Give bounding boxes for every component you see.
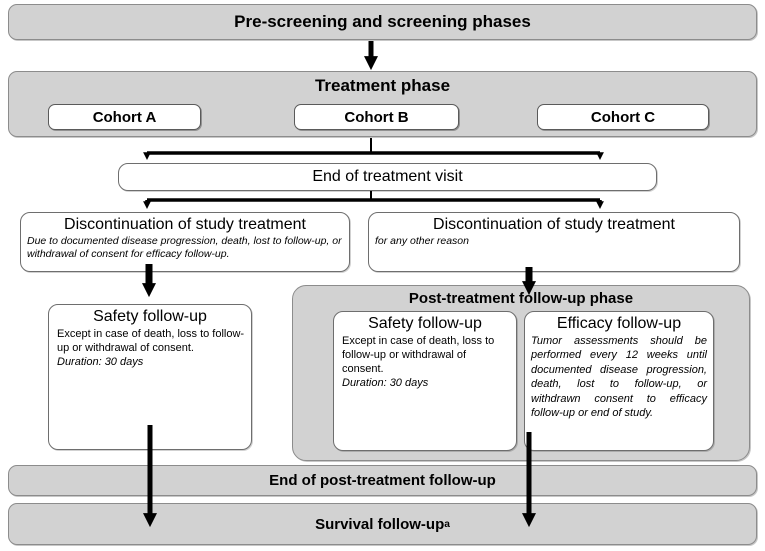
cohort-a-box[interactable]: Cohort A	[48, 104, 201, 130]
discontinuation-right-detail: for any other reason	[375, 234, 469, 247]
cohort-a-label: Cohort A	[92, 108, 157, 126]
end-of-post-treatment-bar: End of post-treatment follow-up	[8, 465, 757, 496]
treatment-phase-label: Treatment phase	[314, 76, 451, 95]
cohort-b-label: Cohort B	[344, 108, 409, 126]
safety-followup-left-duration: Duration: 30 days	[57, 356, 144, 369]
cohort-c-label: Cohort C	[590, 108, 656, 126]
discontinuation-left-box: Discontinuation of study treatment Due t…	[20, 212, 350, 272]
end-of-post-treatment-label: End of post-treatment follow-up	[269, 472, 496, 489]
discontinuation-left-title: Discontinuation of study treatment	[64, 216, 306, 233]
end-of-treatment-visit-label: End of treatment visit	[312, 168, 463, 185]
end-of-treatment-visit-box: End of treatment visit	[118, 163, 657, 191]
prescreening-phase-label: Pre-screening and screening phases	[234, 12, 531, 31]
post-treatment-safety-detail: Except in case of death, loss to follow-…	[342, 334, 495, 376]
cohort-c-box[interactable]: Cohort C	[537, 104, 709, 130]
prescreening-phase-bar: Pre-screening and screening phases	[8, 4, 757, 40]
post-treatment-phase-label: Post-treatment follow-up phase	[408, 290, 634, 307]
post-treatment-safety-duration: Duration: 30 days	[342, 377, 429, 390]
survival-followup-label: Survival follow-up	[315, 515, 445, 533]
cohort-b-box[interactable]: Cohort B	[294, 104, 459, 130]
post-treatment-safety-title: Safety follow-up	[368, 315, 482, 332]
safety-followup-left-title: Safety follow-up	[93, 308, 207, 325]
post-treatment-efficacy-box: Efficacy follow-up Tumor assessments sho…	[524, 311, 714, 451]
safety-followup-left-detail: Except in case of death, loss to follow-…	[57, 327, 245, 354]
post-treatment-safety-box: Safety follow-up Except in case of death…	[333, 311, 517, 451]
survival-footnote-marker: a	[444, 518, 450, 530]
discontinuation-right-title: Discontinuation of study treatment	[433, 216, 675, 233]
safety-followup-left-box: Safety follow-up Except in case of death…	[48, 304, 252, 450]
discontinuation-left-detail: Due to documented disease progression, d…	[27, 234, 342, 260]
post-treatment-efficacy-detail: Tumor assessments should be performed ev…	[531, 334, 707, 420]
discontinuation-right-box: Discontinuation of study treatment for a…	[368, 212, 740, 272]
post-treatment-efficacy-title: Efficacy follow-up	[556, 315, 682, 332]
